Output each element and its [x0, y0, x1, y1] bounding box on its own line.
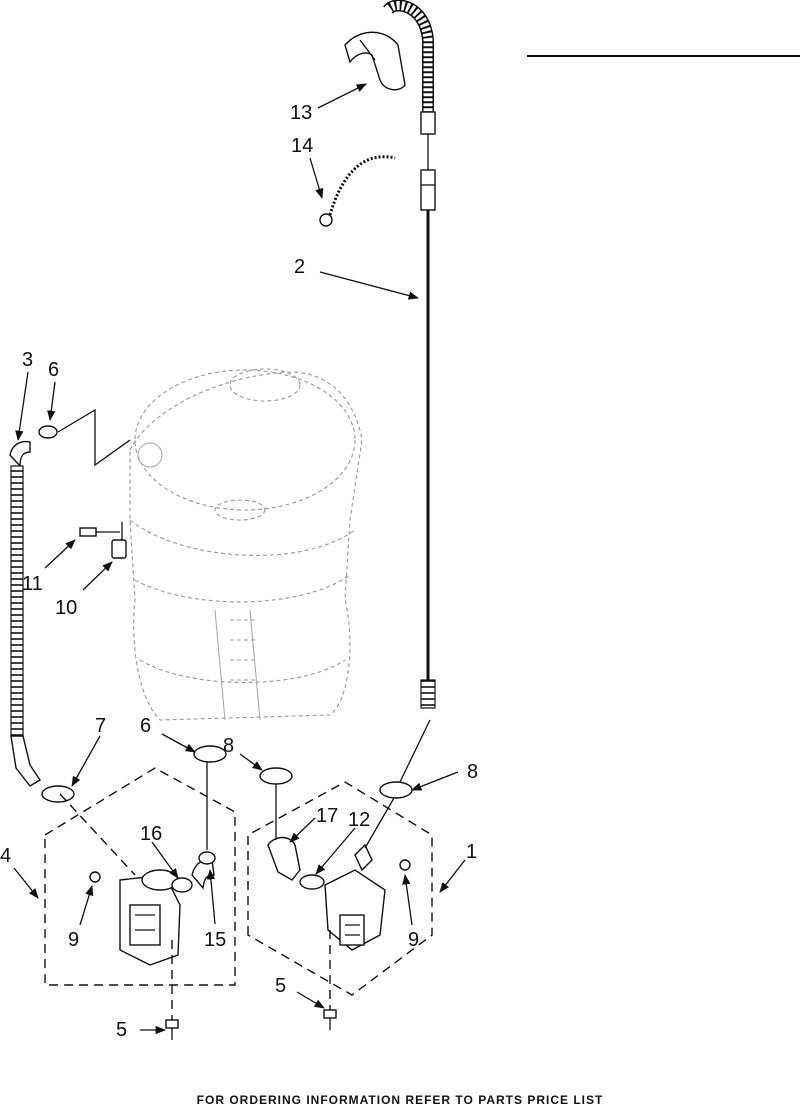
callout-6b: 6	[140, 715, 151, 737]
callout-14: 14	[291, 135, 313, 157]
callout-12: 12	[348, 809, 370, 831]
leader-lines	[14, 84, 465, 1030]
left-pump-assembly	[45, 762, 235, 1040]
callout-9b: 9	[408, 929, 419, 951]
callout-17: 17	[316, 805, 338, 827]
callout-7: 7	[95, 715, 106, 737]
callout-1: 1	[466, 841, 477, 863]
ordering-footer: FOR ORDERING INFORMATION REFER TO PARTS …	[0, 1093, 800, 1107]
callout-labels: 13 14 2 3 6 11 10 7 6 8 8 17 12 16 4 1 9…	[0, 102, 478, 1041]
callout-13: 13	[290, 102, 312, 124]
callout-11: 11	[22, 573, 43, 595]
callout-6a: 6	[48, 359, 59, 381]
pump-hose	[10, 442, 40, 786]
callout-5b: 5	[275, 975, 286, 997]
hose-guide	[345, 32, 405, 89]
callout-2: 2	[294, 256, 305, 278]
callout-9a: 9	[68, 929, 79, 951]
tub-connection-line	[58, 410, 130, 465]
screw-and-clip	[80, 522, 126, 558]
beaded-strap	[320, 157, 395, 226]
callout-4: 4	[0, 845, 11, 867]
callout-8b: 8	[467, 761, 478, 783]
washer-tub-outline	[130, 369, 362, 720]
callout-5a: 5	[116, 1019, 127, 1041]
callout-16: 16	[140, 823, 162, 845]
callout-8a: 8	[223, 735, 234, 757]
callout-15: 15	[204, 929, 226, 951]
drain-hose	[388, 5, 435, 708]
callout-3: 3	[22, 349, 33, 371]
callout-10: 10	[55, 597, 77, 619]
